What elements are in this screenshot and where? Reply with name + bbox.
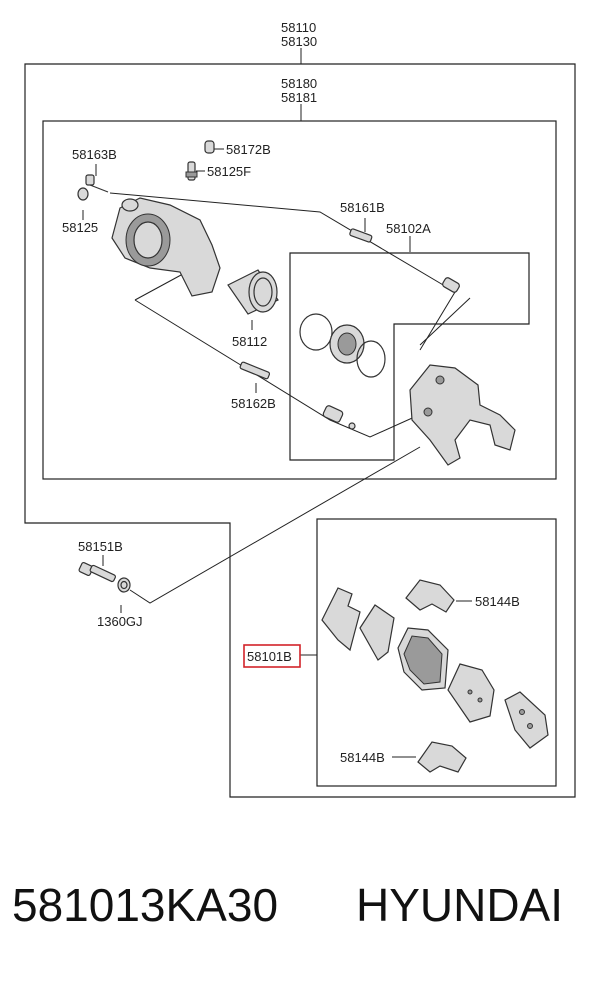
bleeder-cap-part bbox=[204, 140, 215, 154]
label-58161B: 58161B bbox=[340, 200, 385, 215]
label-58172B: 58172B bbox=[226, 142, 271, 157]
mounting-washer-part bbox=[117, 577, 131, 593]
dust-boot-part bbox=[329, 324, 365, 364]
piston-seal-part bbox=[356, 340, 386, 378]
label-58112: 58112 bbox=[232, 334, 267, 349]
brand-name: HYUNDAI bbox=[356, 879, 564, 931]
mounting-bolt-part bbox=[78, 561, 116, 583]
caliper-carrier-part bbox=[409, 364, 516, 466]
highlight-box-58101B bbox=[243, 644, 301, 668]
caliper-housing-part bbox=[111, 197, 221, 297]
label-58163B: 58163B bbox=[72, 147, 117, 162]
anti-rattle-clip-bottom-part bbox=[417, 741, 467, 773]
pin-boot-bottom-part bbox=[322, 405, 356, 430]
label-58180: 58180 bbox=[281, 76, 317, 91]
piston-part bbox=[227, 269, 279, 315]
bleeder-screw-part bbox=[185, 161, 198, 181]
label-58110: 58110 bbox=[281, 20, 316, 35]
label-58151B: 58151B bbox=[78, 539, 123, 554]
seal-kit-frame bbox=[289, 252, 530, 461]
brake-pad-outer-part bbox=[447, 663, 495, 723]
part-number: 581013KA30 bbox=[12, 879, 279, 931]
pad-kit-frame bbox=[316, 518, 557, 787]
label-58144B-top: 58144B bbox=[475, 594, 520, 609]
label-58162B: 58162B bbox=[231, 396, 276, 411]
label-58102A: 58102A bbox=[386, 221, 431, 236]
anti-rattle-clip-top-part bbox=[405, 579, 455, 613]
caliper-sub-frame bbox=[42, 120, 557, 480]
washer-58125-part bbox=[77, 187, 89, 201]
pin-boot-top-part bbox=[442, 277, 460, 293]
wear-plate-part bbox=[504, 691, 549, 749]
shim-inner-part bbox=[359, 604, 395, 661]
label-1360GJ: 1360GJ bbox=[97, 614, 143, 629]
shim-outer-part bbox=[321, 587, 361, 652]
guide-pin-58161B-part bbox=[349, 228, 373, 243]
caption-bar: 581013KA30 HYUNDAI bbox=[0, 878, 600, 948]
guide-pin-58162B-part bbox=[239, 361, 271, 380]
guide-bolt-top-part bbox=[85, 174, 109, 193]
piston-seal-ring-part bbox=[299, 313, 333, 351]
label-58101B: 58101B bbox=[247, 649, 292, 664]
label-58181: 58181 bbox=[281, 90, 317, 105]
label-58144B-bottom: 58144B bbox=[340, 750, 385, 765]
label-58130: 58130 bbox=[281, 34, 317, 49]
brake-pad-inner-part bbox=[397, 627, 449, 691]
caliper-assembly-frame bbox=[24, 63, 576, 798]
label-58125F: 58125F bbox=[207, 164, 251, 179]
label-58125: 58125 bbox=[62, 220, 98, 235]
